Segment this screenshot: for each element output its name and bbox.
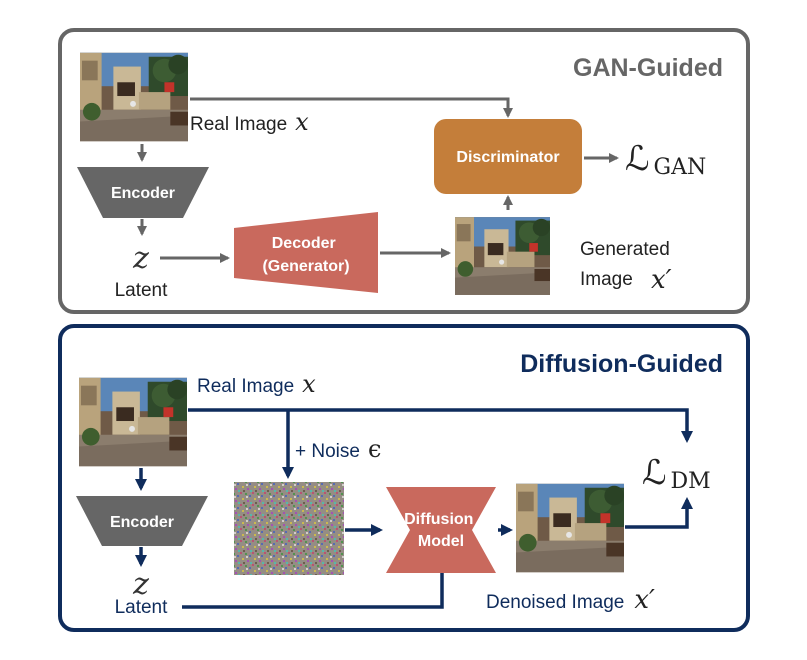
diffusion-model-block [386, 487, 496, 573]
diffusion-arrow-real-to-loss [188, 408, 693, 443]
diffusion-loss: ℒ DM [642, 453, 711, 494]
gan-latent-var: z [132, 241, 149, 276]
gan-panel-title: GAN-Guided [573, 54, 723, 82]
diffusion-real-image [79, 377, 187, 467]
gan-encoder-block [77, 167, 209, 218]
diffusion-latent-var: z [132, 567, 149, 602]
diffusion-real-image-var: x [302, 370, 316, 398]
diffusion-noise-var: ϵ [368, 435, 381, 463]
gan-loss-symbol: ℒ [625, 139, 650, 179]
gan-latent-label: Latent [115, 280, 169, 301]
diffusion-denoised-label: Denoised Image [486, 592, 624, 613]
gan-decoder-label: Decoder (Generator) [262, 235, 349, 275]
diffusion-noise-label: + Noise [295, 441, 360, 462]
diffusion-arrow-latent-to-model [182, 557, 448, 609]
diffusion-noisy-image-tint [234, 482, 344, 575]
diffusion-denoised-var: x′ [634, 585, 655, 615]
gan-generated-line1: Generated [580, 239, 670, 260]
gan-real-image-label: Real Image [190, 114, 287, 135]
gan-real-image-caption: Real Image x [190, 108, 309, 136]
gan-panel-frame [58, 28, 750, 314]
diffusion-latent-label: Latent [115, 597, 169, 618]
diffusion-model-line1: Diffusion [404, 511, 473, 528]
diffusion-encoder-label: Encoder [110, 514, 174, 531]
gan-generated-var: x′ [651, 265, 672, 295]
gan-arrow-real-to-discriminator [190, 97, 513, 118]
gan-loss-subscript: GAN [654, 155, 707, 180]
diffusion-encoder-block [76, 496, 208, 546]
diffusion-real-image-label: Real Image [197, 376, 294, 397]
gan-encoder-label: Encoder [111, 185, 175, 202]
diffusion-real-image-caption: Real Image x [197, 370, 316, 398]
diffusion-loss-symbol: ℒ [642, 453, 667, 493]
gan-real-image-var: x [295, 108, 309, 136]
diffusion-denoised-caption: Denoised Image x′ [486, 585, 655, 615]
diffusion-model-label: Diffusion Model [404, 511, 478, 550]
gan-loss: ℒ GAN [625, 139, 706, 180]
gan-real-image [80, 52, 188, 142]
gan-discriminator-label: Discriminator [456, 149, 559, 166]
gan-generated-image [455, 217, 550, 295]
diffusion-model-line2: Model [418, 533, 464, 550]
gan-generated-caption: Generated Image [580, 239, 675, 290]
gan-generated-line2: Image [580, 269, 633, 290]
gan-decoder-line2: (Generator) [262, 258, 349, 275]
gan-decoder-block [234, 212, 378, 293]
gan-discriminator-block [434, 119, 582, 194]
diffusion-noisy-image [234, 482, 344, 575]
diffusion-noise-caption: + Noise ϵ [295, 435, 381, 463]
gan-decoder-line1: Decoder [272, 235, 336, 252]
diffusion-panel-frame [58, 324, 750, 632]
diffusion-panel-title: Diffusion-Guided [520, 350, 723, 378]
diffusion-loss-subscript: DM [671, 469, 711, 494]
diffusion-arrow-denoised-to-loss [625, 497, 693, 529]
diffusion-denoised-image [516, 483, 624, 573]
